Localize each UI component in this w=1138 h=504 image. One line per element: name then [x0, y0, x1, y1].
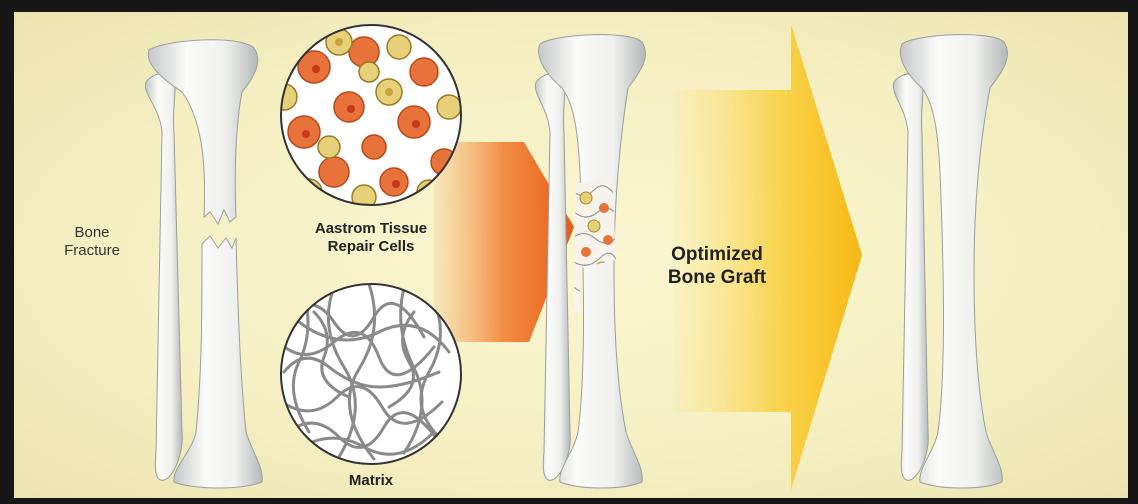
matrix-label-text: Matrix: [314, 472, 428, 490]
bone-fracture-label: Bone Fracture: [42, 224, 142, 260]
diagram-svg: [14, 12, 1128, 498]
matrix-circle-icon: [279, 284, 461, 464]
cells-label: Aastrom Tissue Repair Cells: [276, 220, 466, 256]
graft-label-line2: Bone Graft: [642, 267, 792, 290]
fractured-bone-icon: [145, 40, 262, 488]
bone-fracture-line2: Fracture: [42, 242, 142, 260]
bone-fracture-line1: Bone: [42, 224, 142, 242]
matrix-label: Matrix: [314, 472, 428, 490]
cells-circle-icon: [271, 25, 461, 209]
cells-label-line1: Aastrom Tissue: [276, 220, 466, 238]
graft-label-line1: Optimized: [642, 244, 792, 267]
healed-bone-icon: [893, 35, 1007, 488]
diagram-panel: Bone Fracture Aastrom Tissue Repair Cell…: [14, 12, 1128, 498]
treated-bone-icon: [535, 35, 645, 488]
cells-label-line2: Repair Cells: [276, 238, 466, 256]
graft-label: Optimized Bone Graft: [642, 244, 792, 290]
